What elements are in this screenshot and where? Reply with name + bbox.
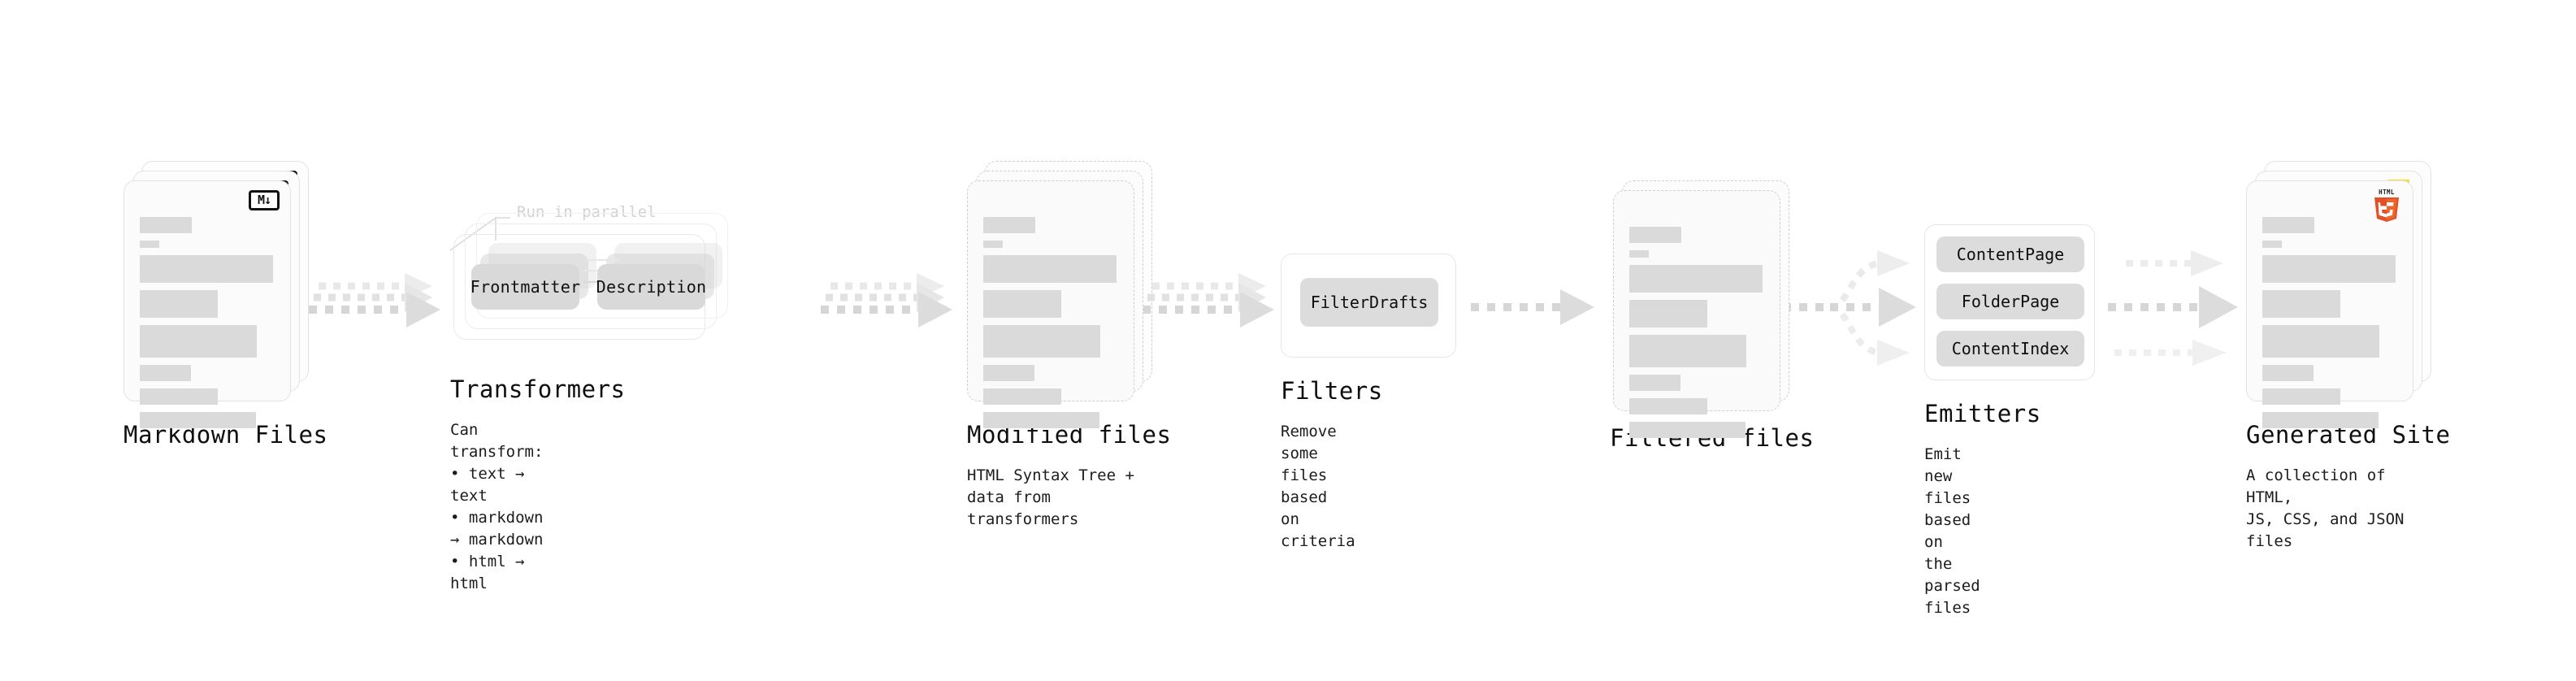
stage-description-filters: Remove some files based on criteria [1281, 423, 1355, 550]
skeleton-bar [1629, 227, 1681, 243]
markdown-card-stack: M↓ M↓ M↓ [124, 161, 309, 428]
skeleton-bar [983, 325, 1100, 358]
document-skeleton [1629, 227, 1767, 445]
emitter-chip-folderpage[interactable]: FolderPage [1936, 284, 2084, 319]
skeleton-bar [2262, 412, 2379, 428]
html5-badge-icon: HTML [2371, 187, 2402, 226]
skeleton-bar [2262, 388, 2340, 405]
document-skeleton [983, 217, 1121, 436]
skeleton-bar [140, 365, 191, 381]
modified-card-front [967, 180, 1134, 428]
skeleton-bar [983, 241, 1003, 248]
skeleton-bar [140, 241, 159, 248]
stage-title-emitters: Emitters [1924, 400, 2041, 427]
skeleton-bar [1629, 422, 1746, 438]
connector-modified-to-filters [1143, 268, 1281, 353]
skeleton-bar [140, 217, 192, 233]
document-skeleton [140, 217, 277, 436]
filter-chip-filterdrafts[interactable]: FilterDrafts [1300, 278, 1438, 327]
transformer-chip-description[interactable]: Description [596, 264, 706, 310]
stage-modified-files: Modified files HTML Syntax Tree + data f… [967, 161, 1171, 528]
generated-card-front-html: HTML [2246, 180, 2413, 428]
emitter-chip-contentindex[interactable]: ContentIndex [1936, 331, 2084, 367]
connector-transformers-to-modified [821, 268, 959, 353]
filtered-card-stack [1613, 180, 1798, 438]
connector-filters-to-filtered [1471, 286, 1609, 338]
skeleton-bar [1629, 250, 1649, 258]
skeleton-bar [2262, 217, 2314, 233]
skeleton-bar [1629, 335, 1746, 367]
stage-description-transformers: Can transform: • text → text • markdown … [450, 421, 544, 592]
skeleton-bar [1629, 375, 1680, 391]
stage-description-generated-site: A collection of HTML, JS, CSS, and JSON … [2246, 466, 2405, 550]
stage-generated-site: CSS HTML [2246, 161, 2450, 550]
transformer-panel-middle [465, 223, 717, 329]
document-skeleton [2262, 217, 2400, 436]
skeleton-bar [2262, 325, 2379, 358]
stage-title-filters: Filters [1281, 377, 1383, 405]
skeleton-bar [983, 290, 1061, 318]
skeleton-bar [983, 217, 1035, 233]
skeleton-bar [1629, 300, 1707, 327]
skeleton-bar [2262, 290, 2340, 318]
run-in-parallel-label: Run in parallel [517, 203, 657, 221]
filters-box: FilterDrafts [1281, 254, 1456, 358]
stage-markdown-files: M↓ M↓ M↓ Markdown Files [124, 161, 327, 449]
skeleton-bar [983, 412, 1099, 428]
modified-card-stack [967, 161, 1152, 428]
stage-filtered-files: Filtered files [1610, 180, 1814, 452]
skeleton-bar [983, 365, 1034, 381]
filtered-card-front [1613, 190, 1780, 438]
skeleton-bar [1629, 398, 1707, 414]
skeleton-bar [2262, 255, 2396, 283]
stage-description-emitters: Emit new files based on the parsed files [1924, 445, 1980, 617]
connector-filtered-to-emitters [1781, 232, 1928, 382]
markdown-card-front: M↓ [124, 180, 291, 428]
generated-card-stack: CSS HTML [2246, 161, 2431, 428]
skeleton-bar [140, 255, 273, 283]
skeleton-bar [140, 290, 218, 318]
connector-markdown-to-transformers [309, 268, 447, 353]
svg-text:HTML: HTML [2379, 189, 2395, 196]
transformer-chip-frontmatter[interactable]: Frontmatter [471, 264, 580, 310]
skeleton-bar [140, 412, 256, 428]
emitters-box: ContentPage FolderPage ContentIndex [1924, 224, 2095, 380]
skeleton-bar [2262, 365, 2314, 381]
markdown-badge-icon: M↓ [249, 190, 280, 210]
skeleton-bar [1629, 265, 1763, 293]
emitter-chip-contentpage[interactable]: ContentPage [1936, 236, 2084, 272]
transformer-panel-stack: Frontmatter Description [453, 213, 746, 356]
stage-description-modified-files: HTML Syntax Tree + data from transformer… [967, 466, 1134, 528]
skeleton-bar [140, 325, 257, 358]
skeleton-bar [2262, 241, 2282, 248]
skeleton-bar [140, 388, 218, 405]
stage-title-transformers: Transformers [450, 375, 626, 403]
connector-emitters-to-site [2108, 232, 2262, 382]
skeleton-bar [983, 388, 1061, 405]
skeleton-bar [983, 255, 1117, 283]
